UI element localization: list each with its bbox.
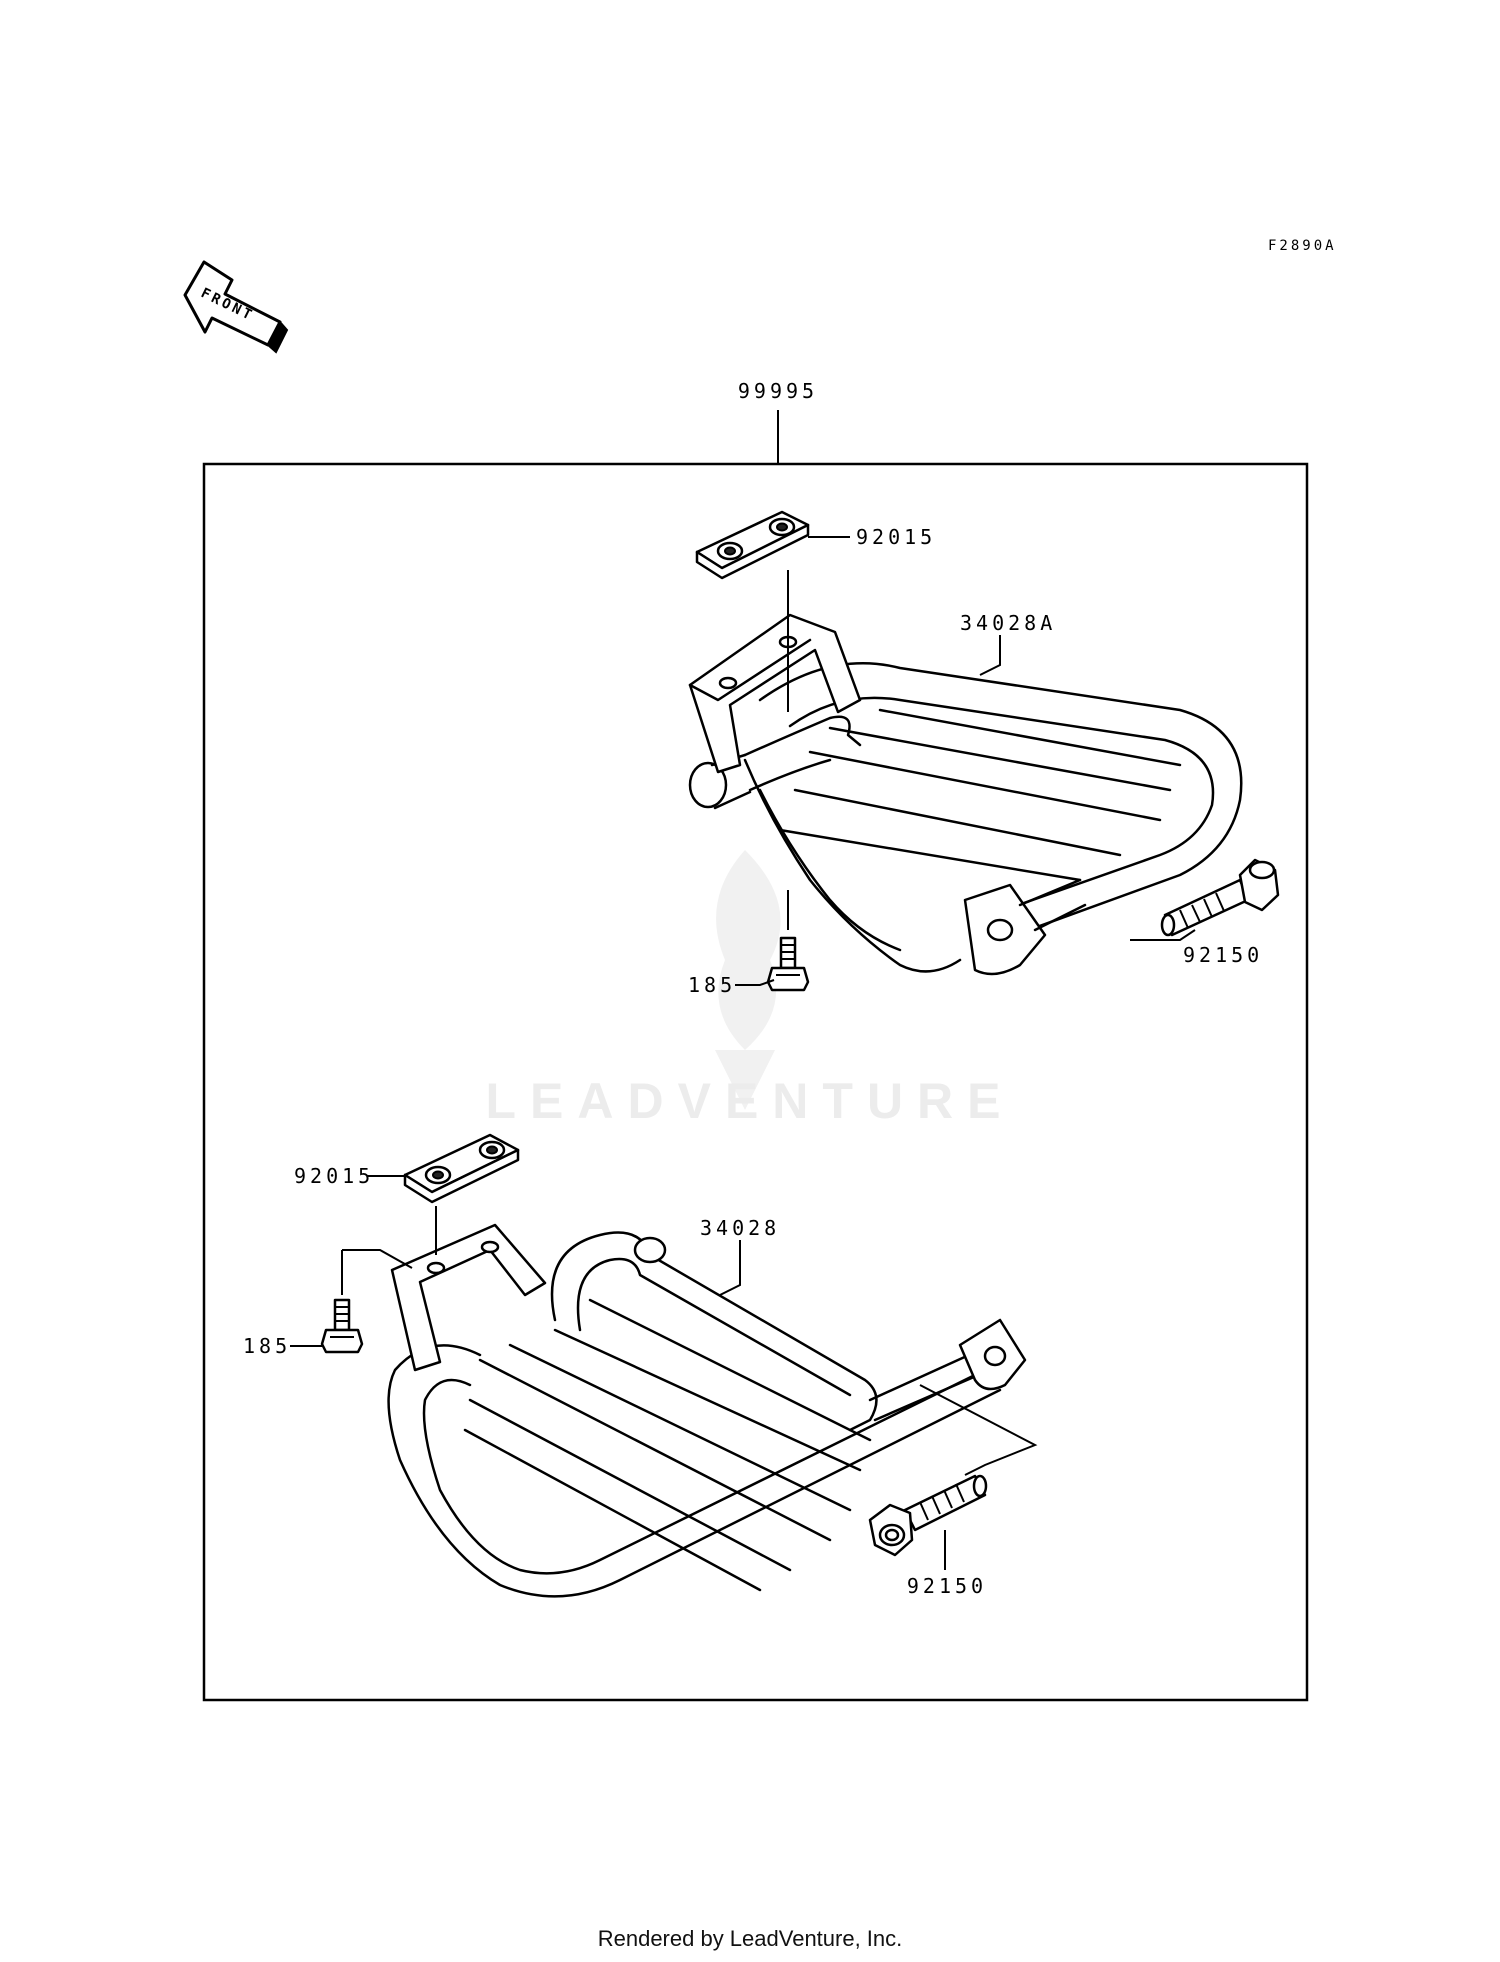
- lower-plate-92015: [403, 1133, 520, 1204]
- lower-92150-leader-bracket: [919, 1384, 1038, 1476]
- lower-185-leader-bracket: [342, 1249, 413, 1269]
- upper-bolt-92150: [1160, 858, 1280, 937]
- callout-34028A: 34028A: [960, 611, 1056, 635]
- leader-upper-92150: [1130, 929, 1196, 941]
- lower-bolt-185: [320, 1298, 364, 1354]
- watermark-text: LEADVENTURE: [485, 1073, 1014, 1129]
- lower-bolt-92150: [868, 1474, 988, 1557]
- footer-credit: Rendered by LeadVenture, Inc.: [598, 1926, 903, 1951]
- callout-upper-92015: 92015: [856, 525, 936, 549]
- lower-step-34028: [387, 1223, 1027, 1598]
- callout-upper-92150: 92150: [1183, 943, 1263, 967]
- upper-plate-92015: [695, 510, 810, 580]
- callout-99995: 99995: [738, 379, 818, 403]
- leader-upper-185: [735, 979, 775, 986]
- assembly-frame: [202, 462, 1309, 1702]
- front-arrow-icon: FRONT: [183, 260, 289, 354]
- callout-lower-185: 185: [243, 1334, 291, 1358]
- figure-code: F2890A: [1268, 238, 1337, 254]
- callout-lower-92150: 92150: [907, 1574, 987, 1598]
- callout-34028: 34028: [700, 1216, 780, 1240]
- upper-bolt-185: [766, 936, 810, 992]
- callout-lower-92015: 92015: [294, 1164, 374, 1188]
- leadventure-logo-icon: [715, 850, 781, 1110]
- upper-step-34028A: [688, 613, 1243, 976]
- callout-upper-185: 185: [688, 973, 736, 997]
